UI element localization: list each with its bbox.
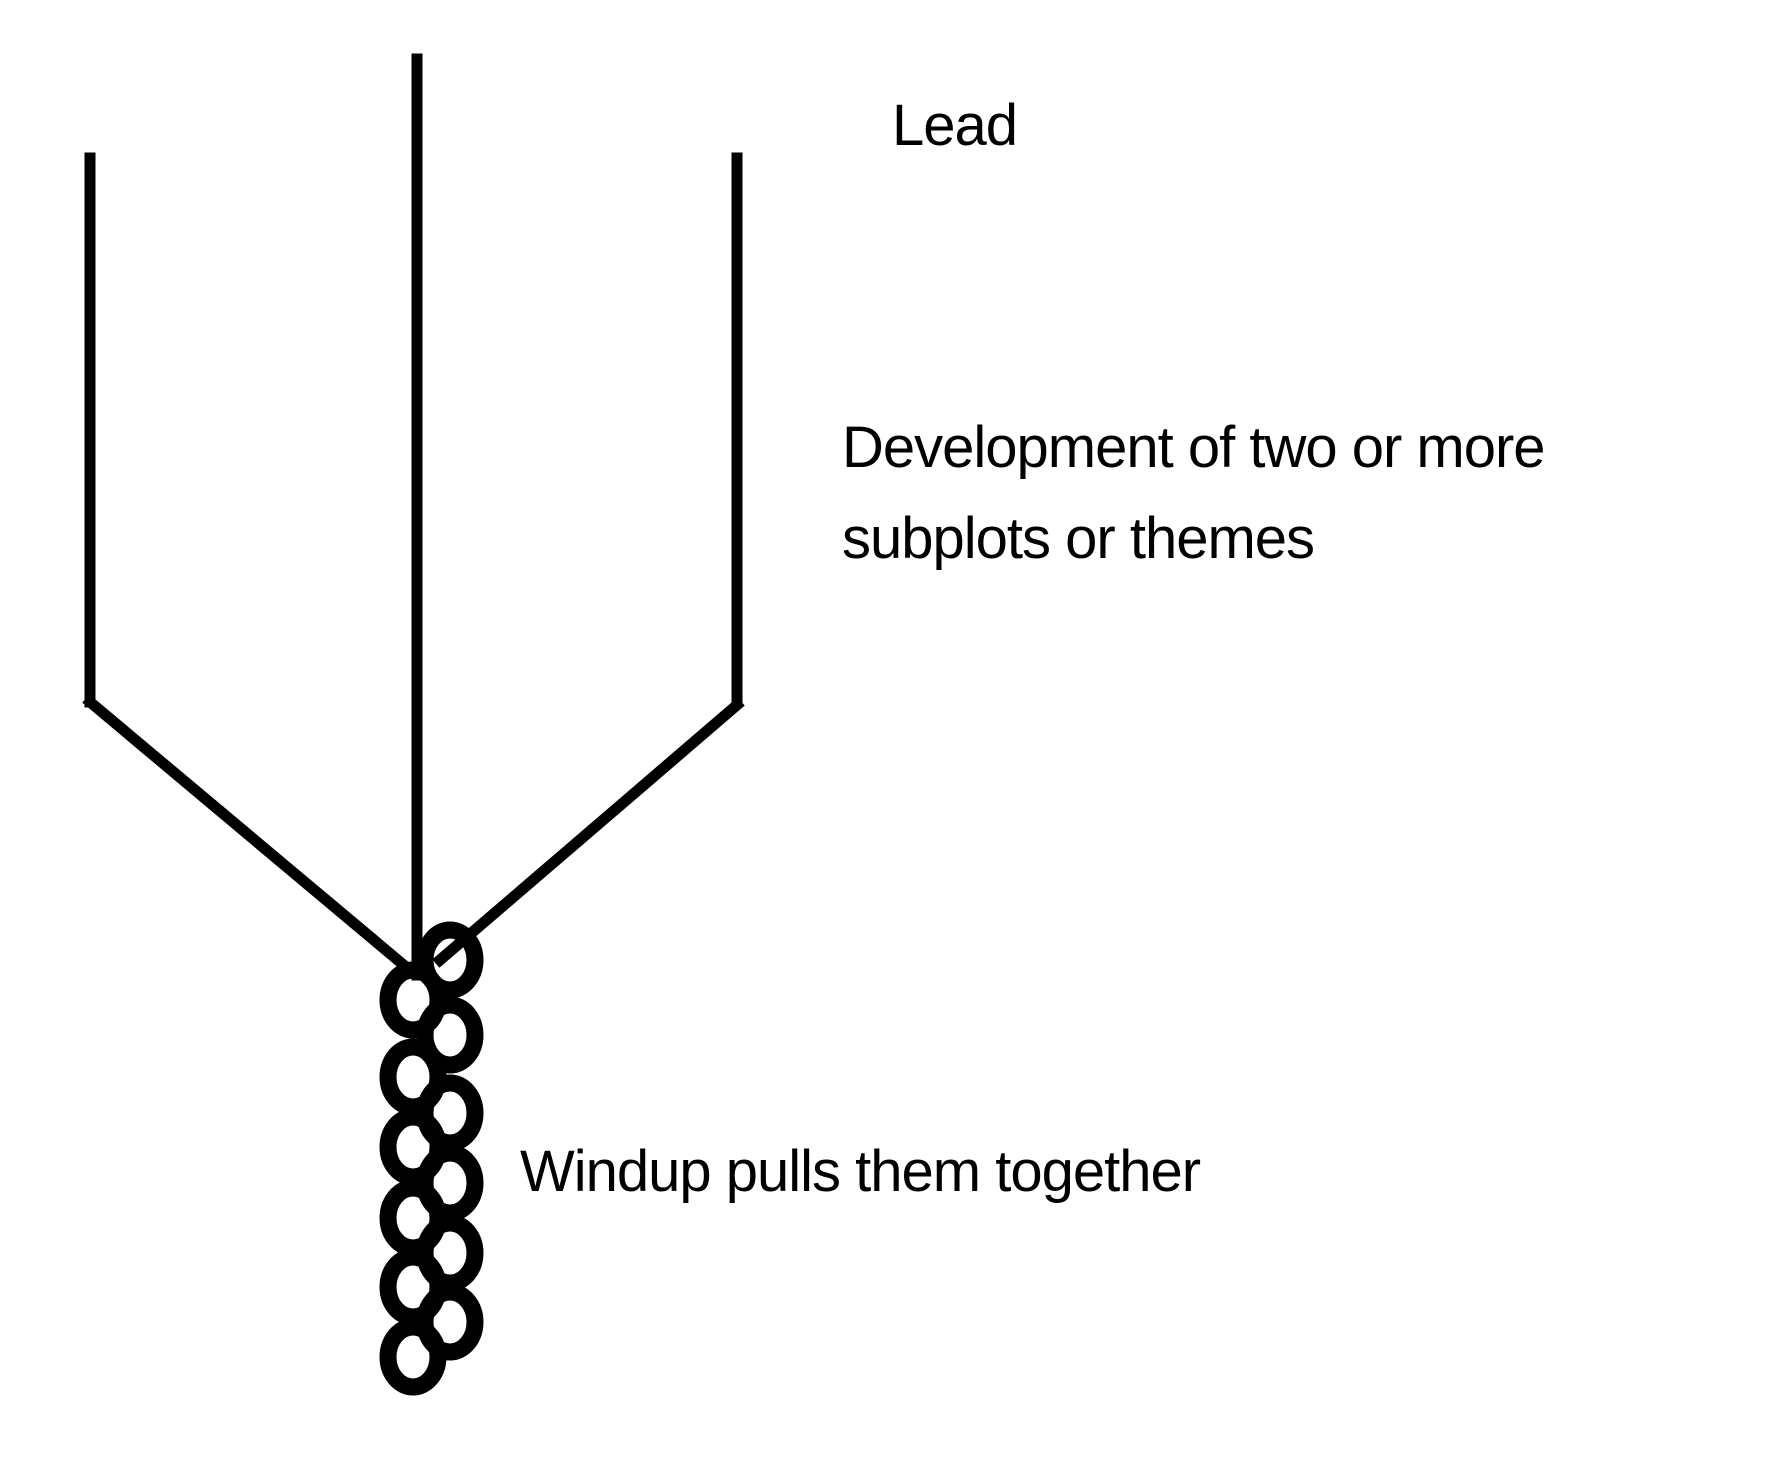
lead-label: Lead [892,93,1018,158]
windup-label: Windup pulls them together [520,1139,1201,1204]
braid-loop [416,996,484,1074]
braid [379,921,484,1396]
development-label-line2: subplots or themes [842,506,1315,571]
braid-loop [416,921,484,999]
braid-loop [379,1318,447,1396]
development-label-line1: Development of two or more [842,415,1546,480]
left-diagonal [82,694,420,980]
right-diagonal [432,697,745,968]
